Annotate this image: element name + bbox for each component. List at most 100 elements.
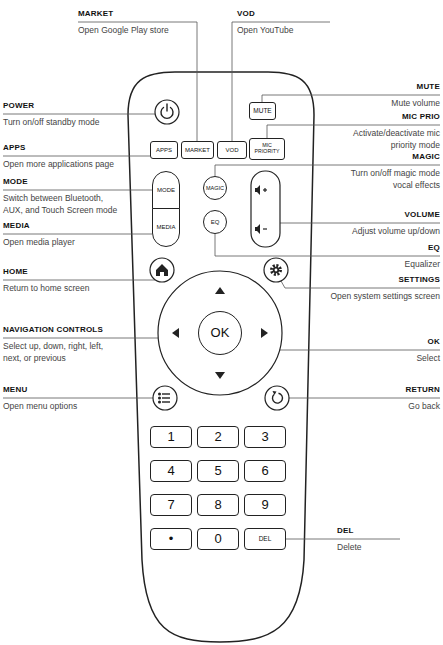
callout-description: Open menu options — [3, 400, 77, 412]
leader-line — [232, 22, 330, 141]
keypad-button: DEL — [244, 528, 286, 550]
button-label: MAGIC — [206, 185, 224, 191]
button-label: MIC PRIORITY — [250, 143, 284, 155]
callout-description: Activate/deactivate mic priority mode — [335, 127, 440, 151]
callout-title: MAGIC — [412, 151, 440, 163]
remote-body — [128, 72, 314, 642]
volume-rocker — [251, 171, 280, 247]
arrow-left — [172, 328, 179, 338]
leader-line — [215, 234, 440, 256]
button-label: • — [169, 532, 174, 546]
arrow-up — [215, 287, 225, 294]
settings-icon — [273, 267, 279, 273]
button-label: MEDIA — [156, 224, 175, 231]
arrow-down — [215, 372, 225, 379]
callout-description: Select — [416, 352, 440, 364]
callout-title: MUTE — [417, 81, 440, 93]
button-label: MUTE — [253, 107, 271, 114]
button-label: 2 — [214, 430, 221, 444]
settings-icon — [272, 266, 281, 275]
keypad-button: 3 — [244, 426, 286, 448]
callout-title: SETTINGS — [398, 274, 440, 286]
button-label: 9 — [261, 498, 268, 512]
eq-button: EQ — [203, 210, 227, 234]
mute-button: MUTE — [249, 102, 276, 120]
callout-title: MARKET — [78, 8, 113, 20]
power-icon — [166, 104, 167, 111]
callout-title: POWER — [3, 100, 34, 112]
leader-line — [3, 156, 150, 157]
button-label: 5 — [214, 464, 221, 478]
callout-title: HOME — [3, 266, 28, 278]
callout-description: Adjust volume up/down — [352, 225, 440, 237]
leader-line — [280, 223, 440, 224]
keypad-button: • — [150, 528, 192, 550]
mode-button: MODE — [152, 171, 180, 209]
callout-description: Switch between Bluetooth, AUX, and Touch… — [3, 192, 123, 216]
callout-title: MENU — [3, 384, 27, 396]
leader-line — [3, 398, 153, 399]
keypad-button: 4 — [150, 460, 192, 482]
callout-title: MODE — [3, 176, 28, 188]
callout-title: MIC PRIO — [402, 111, 440, 123]
callout-description: Return to home screen — [3, 282, 89, 294]
callout-description: Open Google Play store — [78, 24, 169, 36]
vod-button: VOD — [217, 141, 247, 159]
callout-description: Select up, down, right, left, next, or p… — [3, 340, 121, 364]
arrow-right — [261, 328, 268, 338]
callout-description: Equalizer — [405, 258, 440, 270]
callout-description: Mute volume — [391, 97, 440, 109]
keypad-button: 7 — [150, 494, 192, 516]
keypad-button: 1 — [150, 426, 192, 448]
callout-title: VOD — [237, 8, 255, 20]
navigation-ring — [158, 271, 282, 395]
button-icons — [150, 100, 289, 410]
volume-icon — [255, 224, 260, 234]
callout-description: Delete — [337, 541, 362, 553]
settings-button — [264, 258, 288, 282]
return-icon — [273, 391, 277, 395]
media-button: MEDIA — [152, 208, 180, 247]
keypad-button: 8 — [197, 494, 239, 516]
keypad-button: 2 — [197, 426, 239, 448]
volume-icon — [263, 228, 267, 229]
mic-priority-button: MIC PRIORITY — [249, 138, 285, 160]
callout-description: Open YouTube — [237, 24, 293, 36]
button-label: 7 — [167, 498, 174, 512]
return-button — [265, 386, 289, 410]
button-label: MARKET — [185, 147, 210, 154]
leader-line — [286, 539, 400, 540]
keypad-button: 0 — [197, 528, 239, 550]
keypad-button: 5 — [197, 460, 239, 482]
market-button: MARKET — [181, 141, 214, 159]
keypad-button: 6 — [244, 460, 286, 482]
button-label: APPS — [156, 147, 172, 154]
callout-title: RETURN — [405, 384, 440, 396]
callout-title: APPS — [3, 142, 26, 154]
button-label: 8 — [214, 498, 221, 512]
button-label: VOD — [225, 147, 238, 154]
button-label: OK — [211, 326, 230, 340]
button-label: MODE — [157, 187, 175, 194]
callout-title: MEDIA — [3, 220, 30, 232]
power-button — [155, 100, 179, 124]
leader-lines — [3, 22, 440, 539]
volume-icon — [264, 188, 265, 192]
button-label: 6 — [261, 464, 268, 478]
callout-description: Turn on/off standby mode — [3, 116, 99, 128]
callout-description: Go back — [408, 400, 440, 412]
menu-icon — [159, 393, 170, 403]
button-label: EQ — [211, 219, 220, 226]
callout-description: Turn on/off magic mode vocal effects — [335, 167, 440, 191]
ok-button: OK — [198, 311, 242, 355]
callout-description: Open system settings screen — [330, 290, 440, 302]
apps-button: APPS — [150, 141, 178, 159]
magic-button: MAGIC — [203, 176, 227, 200]
menu-button — [153, 386, 177, 410]
button-label: DEL — [259, 535, 272, 542]
home-button — [150, 258, 174, 282]
button-label: 0 — [214, 532, 221, 546]
callout-description: Open media player — [3, 236, 75, 248]
callout-title: NAVIGATION CONTROLS — [3, 324, 103, 336]
